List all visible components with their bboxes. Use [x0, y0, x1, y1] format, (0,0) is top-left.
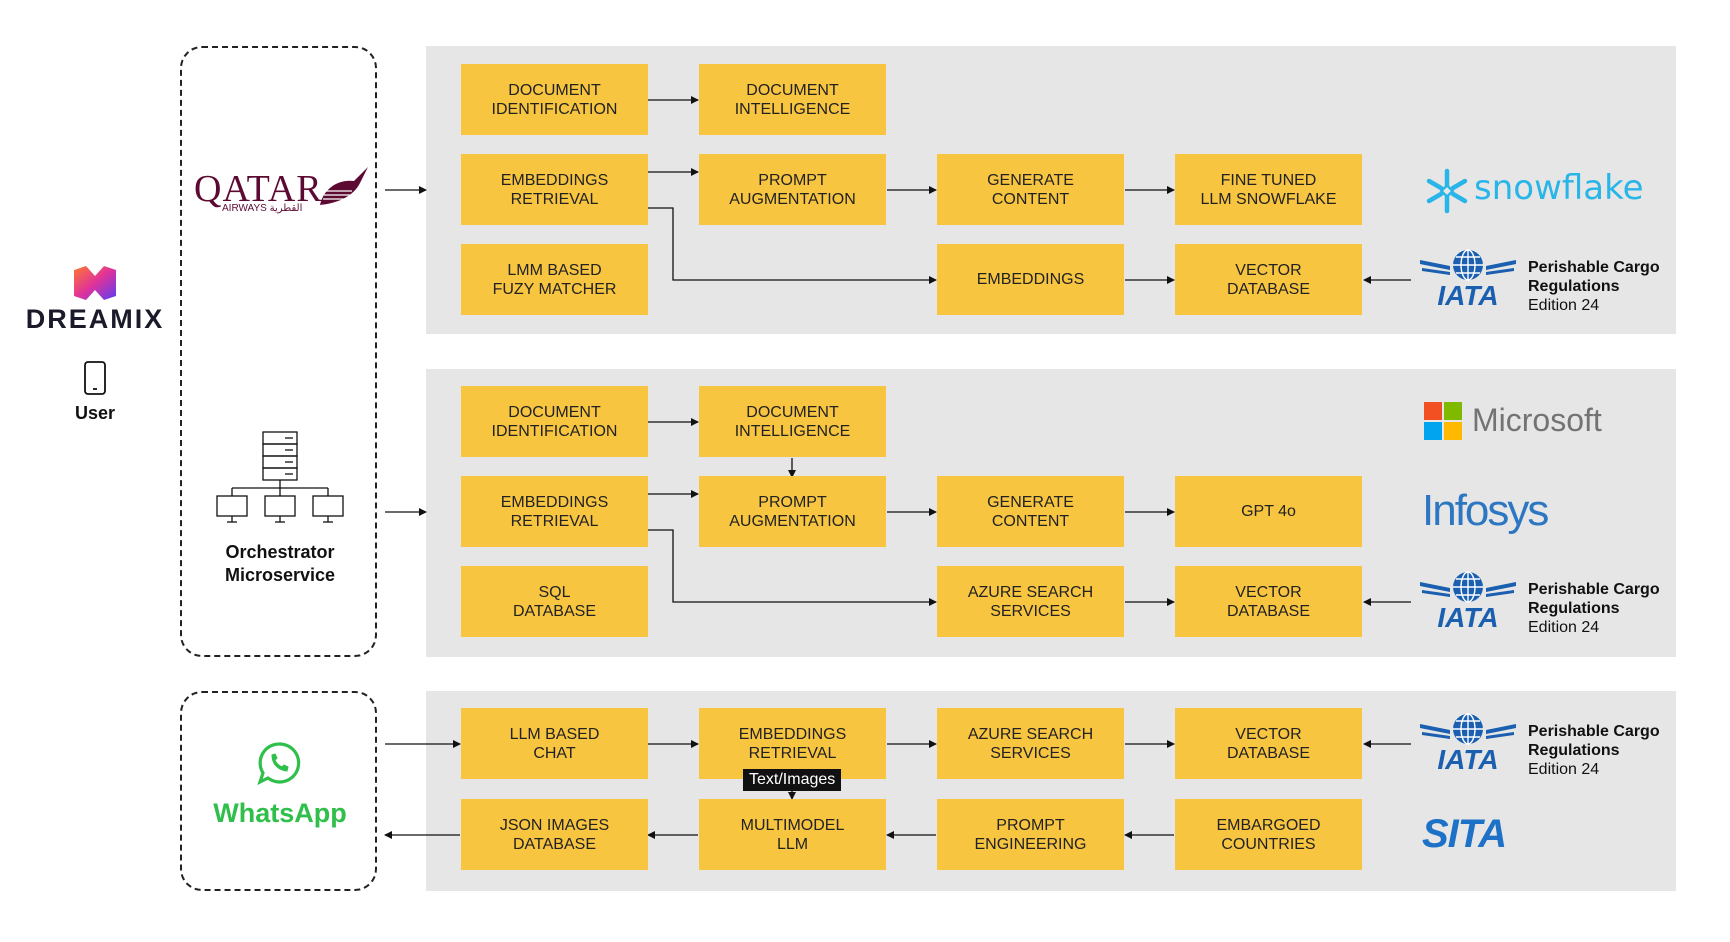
- oryx-icon: [320, 167, 368, 205]
- orchestrator-label: Orchestrator Microservice: [195, 541, 365, 587]
- microsoft-icon: [1424, 402, 1462, 440]
- server-network-icon: [215, 430, 345, 531]
- dreamix-wordmark: DREAMIX: [25, 304, 165, 334]
- user-label: User: [74, 403, 116, 423]
- qatar-wordmark: QATAR: [194, 168, 323, 210]
- iata-wordmark: IATA: [1437, 602, 1499, 633]
- iata-wordmark: IATA: [1437, 280, 1499, 311]
- iata-globe-icon: [1420, 571, 1516, 603]
- client-container-whatsapp: [180, 691, 377, 891]
- orchestrator-line2: Microservice: [224, 565, 336, 585]
- client-container-main: [180, 46, 377, 657]
- snowflake-wordmark: snowflake: [1474, 168, 1644, 208]
- whatsapp-icon: [256, 740, 302, 791]
- iata-wordmark: IATA: [1437, 744, 1499, 775]
- microsoft-wordmark: Microsoft: [1472, 402, 1602, 438]
- phone-icon: [83, 360, 107, 401]
- snowflake-icon: [1426, 168, 1468, 214]
- dreamix-logo-icon: [72, 266, 118, 300]
- infosys-logo: Infosys: [1422, 486, 1549, 535]
- whatsapp-wordmark: WhatsApp: [213, 798, 347, 828]
- qatar-airways-logo: QATAR AIRWAYS القطرية: [192, 165, 372, 215]
- sita-logo: SITA: [1422, 812, 1507, 856]
- qatar-subtitle: AIRWAYS القطرية: [222, 203, 303, 214]
- iata-globe-icon: [1420, 249, 1516, 281]
- iata-logo: IATA: [1420, 248, 1516, 311]
- iata-logo: IATA: [1420, 570, 1516, 633]
- orchestrator-line1: Orchestrator: [225, 542, 335, 562]
- p2-gpt-4o: GPT 4o: [1175, 476, 1362, 547]
- iata-globe-icon: [1420, 713, 1516, 745]
- p1-embeddings: EMBEDDINGS: [937, 244, 1124, 315]
- snowflake-logo: snowflake: [1424, 168, 1644, 214]
- text-images-tag: Text/Images: [743, 769, 842, 791]
- microsoft-logo: Microsoft: [1424, 402, 1624, 442]
- iata-logo: IATA: [1420, 712, 1516, 775]
